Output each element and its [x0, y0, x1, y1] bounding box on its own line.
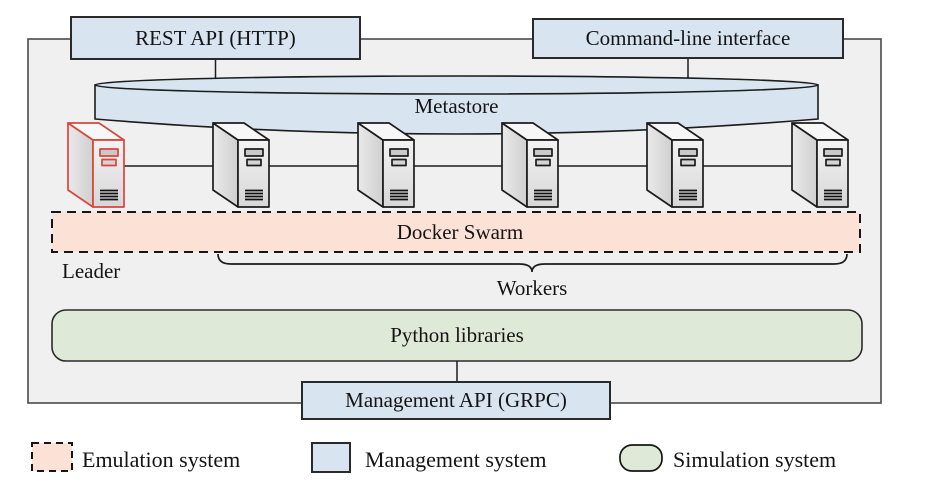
workers-brace [217, 253, 848, 273]
docker-swarm-label: Docker Swarm [397, 220, 524, 244]
cli-box: Command-line interface [532, 18, 844, 59]
workers-label: Workers [497, 276, 568, 300]
rest-api-label: REST API (HTTP) [135, 26, 296, 50]
worker-server-icon [501, 122, 559, 208]
leader-server-icon [67, 122, 125, 208]
metastore-label: Metastore [415, 94, 499, 118]
docker-swarm-box: Docker Swarm [51, 211, 861, 253]
python-libraries-box: Python libraries [51, 309, 863, 362]
simulation-legend-label: Simulation system [673, 447, 836, 472]
emulation-legend-swatch [31, 442, 73, 472]
management-legend-swatch [311, 442, 351, 473]
worker-server-icon [357, 122, 415, 208]
management-legend-label: Management system [365, 447, 546, 472]
legend: Emulation system Management system Simul… [31, 442, 836, 473]
management-api-box: Management API (GRPC) [301, 381, 611, 420]
python-libraries-label: Python libraries [390, 323, 524, 347]
emulation-legend-label: Emulation system [82, 447, 240, 472]
rest-api-box: REST API (HTTP) [70, 16, 361, 60]
worker-server-icon [212, 122, 270, 208]
worker-server-icon [646, 122, 704, 208]
simulation-legend-swatch [619, 444, 663, 472]
metastore-cylinder: Metastore [94, 75, 819, 135]
cli-label: Command-line interface [586, 26, 791, 50]
leader-label: Leader [62, 259, 120, 283]
management-api-label: Management API (GRPC) [345, 388, 567, 412]
worker-server-icon [791, 122, 849, 208]
